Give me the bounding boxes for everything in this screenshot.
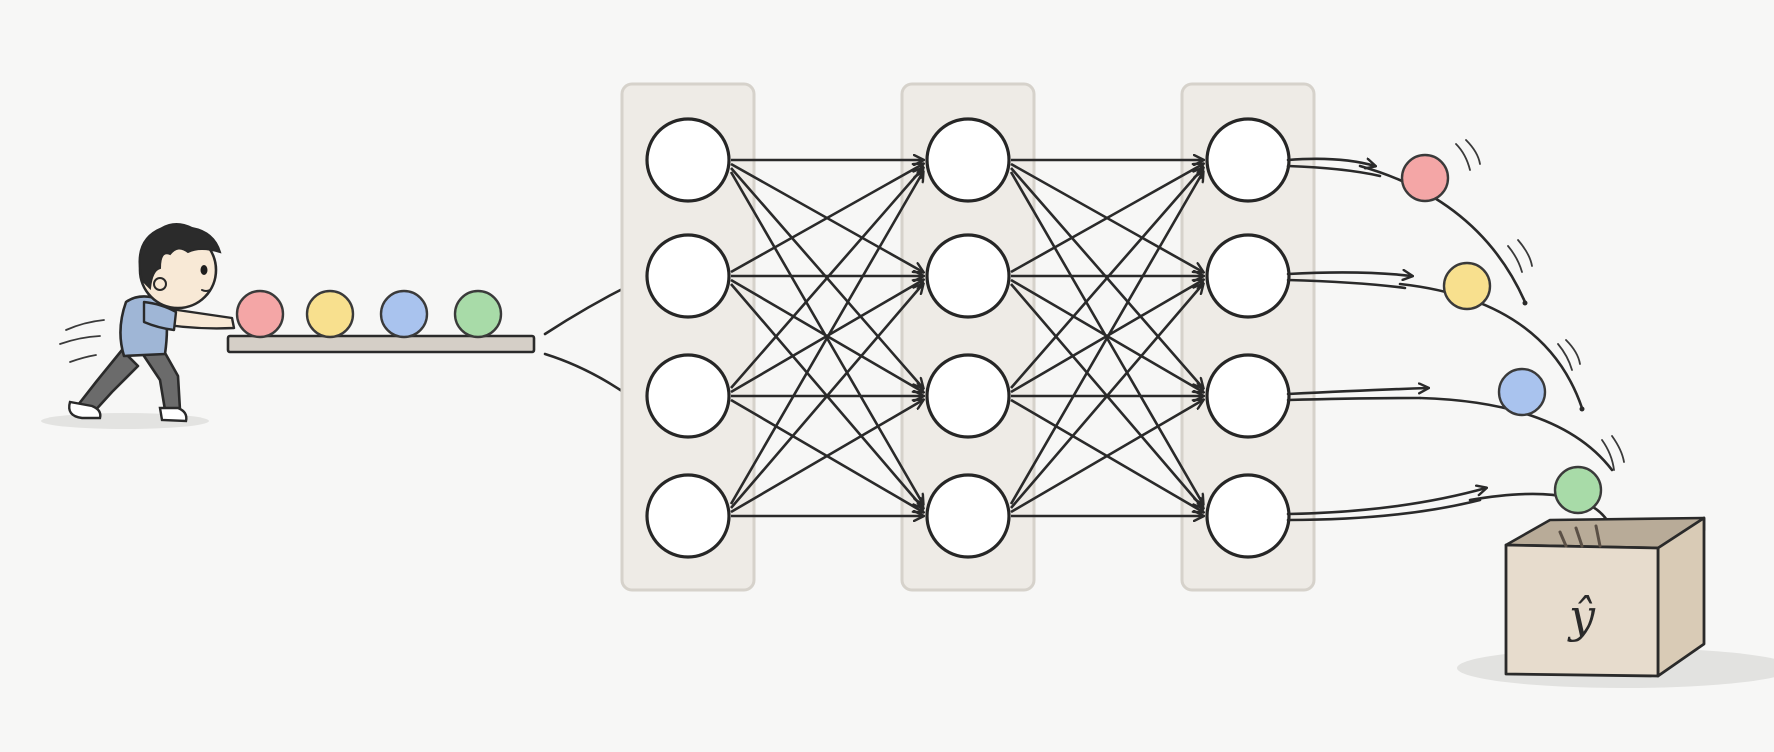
child-ear <box>153 277 167 291</box>
connection-l2n3-l3n1 <box>1010 168 1203 389</box>
connection-l2n4-l3n3 <box>1010 400 1203 514</box>
output-arrow-1b <box>1286 164 1382 178</box>
child-hair <box>138 223 222 291</box>
neuron-l3-n4 <box>1205 473 1291 559</box>
connections <box>729 160 1203 516</box>
trajectory-end-2 <box>1579 406 1585 412</box>
layer-panel-3 <box>1180 82 1316 592</box>
output-arrow-4 <box>1286 488 1486 516</box>
layer-panels <box>620 82 1316 592</box>
neurons <box>645 117 1291 559</box>
output-arrow-3 <box>1286 388 1428 396</box>
connection-l1n4-l2n2 <box>730 284 923 509</box>
output-balls <box>1400 153 1603 515</box>
tray <box>226 334 536 354</box>
connection-l1n2-l2n1 <box>730 164 923 274</box>
neuron-l1-n1 <box>645 117 731 203</box>
motion-lines <box>59 319 105 363</box>
output-arrow-1 <box>1286 159 1375 166</box>
input-arrow-2 <box>543 352 632 398</box>
box-inner-marks <box>1558 524 1602 548</box>
neuron-l1-n2 <box>645 233 731 319</box>
output-ball-3 <box>1497 367 1547 417</box>
connection-l1n4-l2n1 <box>729 172 923 505</box>
output-ball-1 <box>1400 153 1450 203</box>
input-balls <box>235 289 503 339</box>
neuron-l3-n1 <box>1205 117 1291 203</box>
ball-tray <box>226 289 536 354</box>
trajectory-3 <box>1418 396 1614 472</box>
output-ball-2 <box>1442 261 1492 311</box>
neuron-l1-n3 <box>645 353 731 439</box>
input-arrow-1 <box>543 284 632 336</box>
child-mouth <box>201 289 211 292</box>
trajectory-end-1 <box>1522 300 1528 306</box>
neuron-l3-n2 <box>1205 233 1291 319</box>
output-flows <box>1286 139 1625 536</box>
connection-l2n2-l3n1 <box>1010 164 1203 274</box>
neuron-l2-n4 <box>925 473 1011 559</box>
output-arrow-4b <box>1286 498 1482 522</box>
trajectory-2 <box>1398 282 1584 410</box>
output-ball-4 <box>1553 465 1603 515</box>
output-box: ŷ <box>1457 516 1774 688</box>
ball-motion-marks <box>1455 139 1625 471</box>
child-eye <box>200 265 208 275</box>
tray-ball-3 <box>379 289 429 339</box>
trajectory-1 <box>1358 164 1527 304</box>
neuron-l2-n3 <box>925 353 1011 439</box>
neuron-l1-n4 <box>645 473 731 559</box>
child-back-shoe <box>68 400 102 420</box>
neuron-l2-n2 <box>925 233 1011 319</box>
connection-l1n3-l2n1 <box>730 168 923 389</box>
connection-l1n4-l2n3 <box>730 400 923 514</box>
output-label: ŷ <box>1567 589 1596 643</box>
neuron-l3-n3 <box>1205 353 1291 439</box>
output-arrow-2 <box>1286 272 1412 276</box>
layer-panel-1 <box>620 82 756 592</box>
tray-ball-2 <box>305 289 355 339</box>
neuron-l2-n1 <box>925 117 1011 203</box>
box-front <box>1504 543 1660 678</box>
tray-ball-4 <box>453 289 503 339</box>
connection-l2n4-l3n1 <box>1009 172 1203 505</box>
child-front-shoe <box>158 406 188 423</box>
child-sleeve <box>142 300 178 332</box>
connection-l2n4-l3n2 <box>1010 284 1203 509</box>
layer-panel-2 <box>900 82 1036 592</box>
output-arrow-3b <box>1286 396 1422 402</box>
child-figure <box>41 223 236 429</box>
output-arrow-2b <box>1286 278 1407 290</box>
tray-ball-1 <box>235 289 285 339</box>
